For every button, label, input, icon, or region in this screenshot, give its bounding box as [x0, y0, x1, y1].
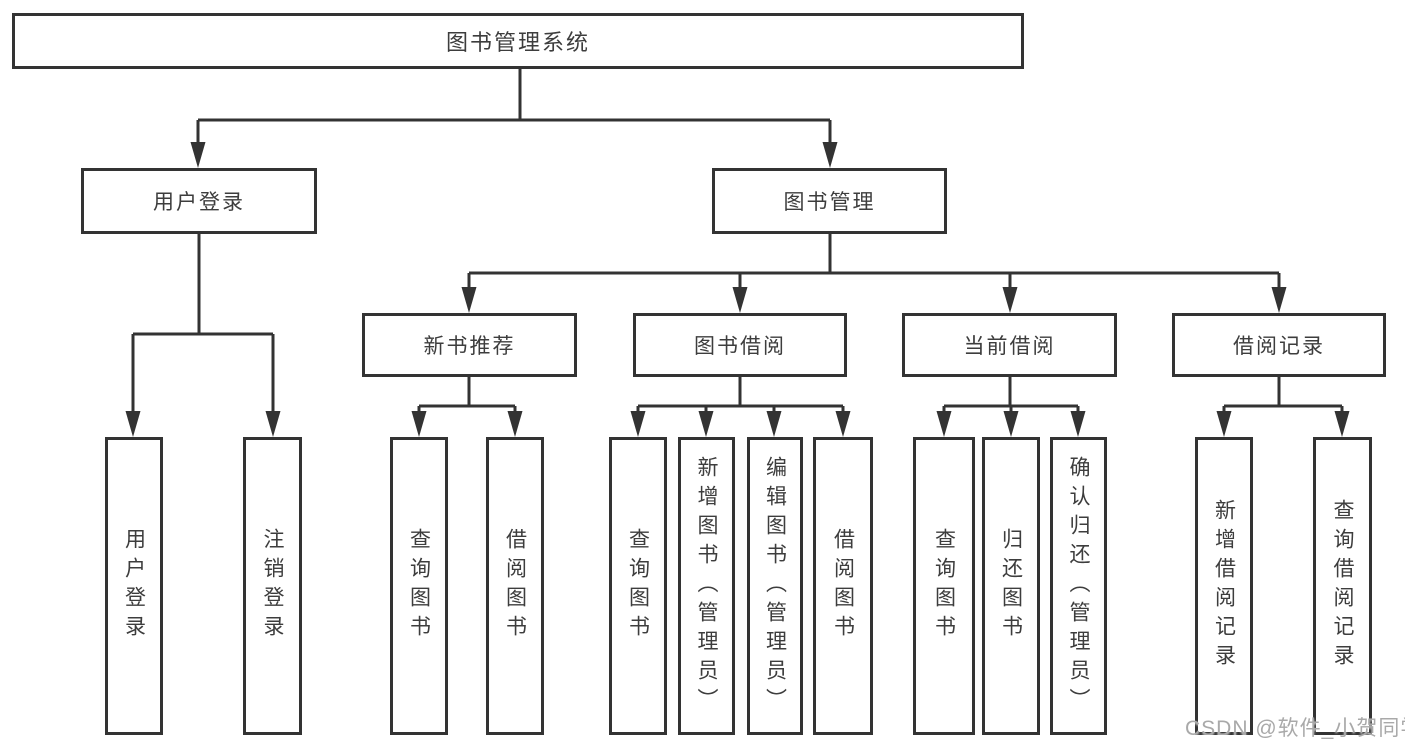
leaf-borrow-books: 借阅图书	[813, 437, 873, 735]
leaf-query-books-borrow: 查询图书	[609, 437, 667, 735]
node-label: 图书管理系统	[445, 30, 590, 55]
connector-borrowrecord-to-leaves	[1222, 376, 1344, 413]
leaf-add-borrow-record: 新增借阅记录	[1195, 437, 1253, 735]
leaf-query-books-current: 查询图书	[913, 437, 975, 735]
node-label: 查询借阅记录	[1331, 499, 1354, 673]
connector-currentborrow-to-leaves	[942, 376, 1080, 413]
connector-newbook-to-leaves	[417, 376, 517, 413]
node-book-borrowing: 图书借阅	[633, 313, 847, 377]
node-label: 图书借阅	[694, 335, 786, 358]
node-label: 查询图书	[407, 528, 431, 644]
connector-root-to-level2	[196, 68, 832, 144]
node-label: 确认归还（管理员）	[1067, 455, 1090, 717]
connector-bookmgmt-to-level3	[467, 233, 1281, 289]
leaf-edit-books-admin: 编辑图书（管理员）	[747, 437, 803, 735]
node-label: 新书推荐	[423, 335, 516, 358]
node-label: 注销登录	[261, 528, 284, 644]
node-label: 新增借阅记录	[1212, 499, 1236, 673]
node-book-management: 图书管理	[712, 168, 947, 234]
node-label: 查询图书	[626, 528, 650, 644]
node-label: 新增图书（管理员）	[695, 455, 718, 717]
leaf-logout: 注销登录	[243, 437, 302, 735]
node-label: 图书管理	[783, 191, 876, 214]
leaf-query-books-newbook: 查询图书	[390, 437, 448, 735]
node-label: 借阅图书	[831, 528, 855, 644]
node-label: 当前借阅	[963, 335, 1056, 358]
node-library-management-system: 图书管理系统	[12, 13, 1024, 69]
node-new-book-recommend: 新书推荐	[362, 313, 577, 377]
node-label: 用户登录	[122, 528, 146, 644]
node-borrowing-records: 借阅记录	[1172, 313, 1386, 377]
node-label: 归还图书	[999, 528, 1023, 644]
leaf-borrow-books-newbook: 借阅图书	[486, 437, 544, 735]
leaf-confirm-return-admin: 确认归还（管理员）	[1050, 437, 1107, 735]
node-label: 借阅记录	[1233, 335, 1325, 358]
leaf-return-books: 归还图书	[982, 437, 1040, 735]
leaf-add-books-admin: 新增图书（管理员）	[678, 437, 735, 735]
node-label: 编辑图书（管理员）	[763, 455, 787, 717]
csdn-watermark: CSDN @软件_小贺同学	[1185, 717, 1405, 740]
leaf-user-login: 用户登录	[105, 437, 163, 735]
node-user-login: 用户登录	[81, 168, 317, 234]
leaf-query-borrow-record: 查询借阅记录	[1313, 437, 1372, 735]
connector-userlogin-to-leaves	[131, 233, 275, 413]
node-label: 借阅图书	[503, 528, 527, 644]
node-label: 用户登录	[153, 191, 245, 214]
connector-bookborrow-to-leaves	[636, 376, 845, 413]
node-current-borrowing: 当前借阅	[902, 313, 1117, 377]
node-label: 查询图书	[932, 528, 956, 644]
